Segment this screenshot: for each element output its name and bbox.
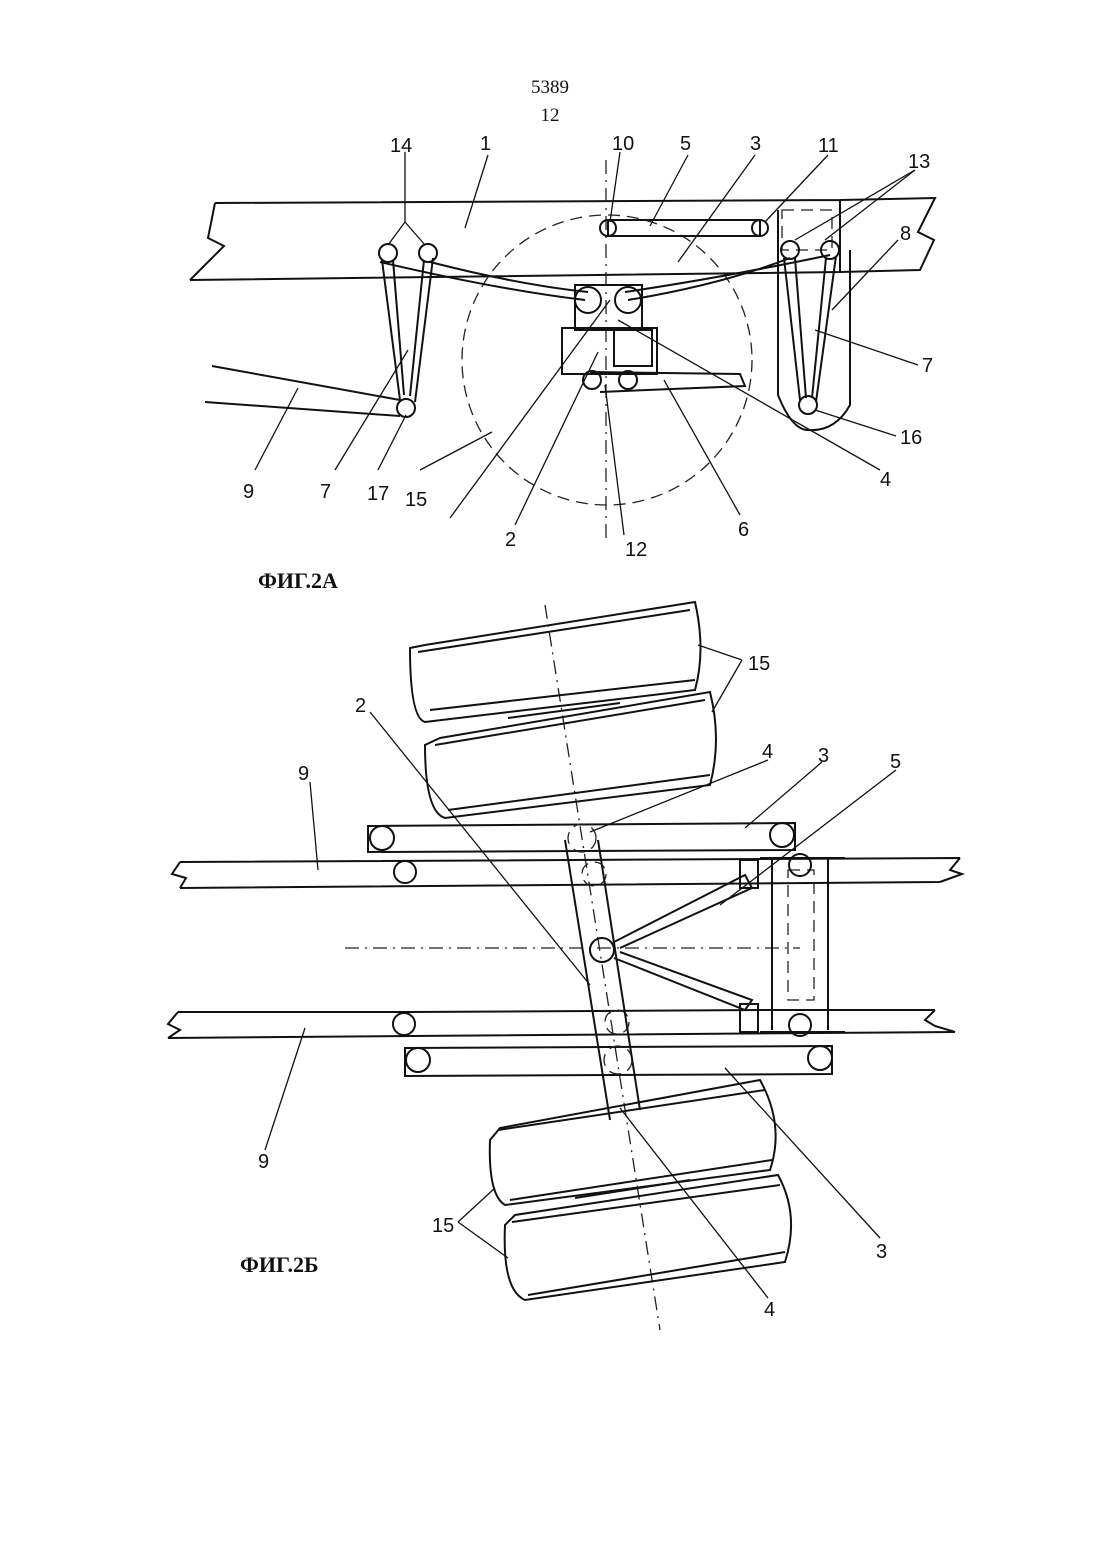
label-2b: 2 [355, 695, 366, 717]
figure-2a: 14 1 10 5 3 11 13 8 7 16 4 6 12 2 15 17 … [190, 133, 935, 593]
beam-3-lower [405, 1046, 832, 1076]
label-5b: 5 [890, 751, 901, 773]
label-6: 6 [738, 519, 749, 541]
label-5: 5 [680, 133, 691, 155]
right-bracket [760, 858, 845, 1032]
pivot-14a [379, 244, 397, 262]
leaders-2a [255, 152, 918, 535]
figure-2b: 15 15 2 4 3 5 9 9 3 4 15 ФИГ.2Б [168, 602, 962, 1330]
link-5-v [614, 875, 752, 1010]
pivot-16 [799, 396, 817, 414]
link-5 [608, 220, 760, 236]
hanger-right [784, 256, 836, 402]
label-7l: 7 [320, 481, 331, 503]
label-2: 2 [505, 529, 516, 551]
label-15a: 15 [748, 653, 770, 675]
beam-3 [380, 255, 830, 300]
label-9: 9 [243, 481, 254, 503]
label-16: 16 [900, 427, 922, 449]
wheel-outline [462, 215, 752, 505]
pivot-17 [397, 399, 415, 417]
caption-fig-2b: ФИГ.2Б [240, 1252, 319, 1277]
pivot-14b [419, 244, 437, 262]
label-9a: 9 [298, 763, 309, 785]
label-15c: 15 [432, 1215, 454, 1237]
center-pivot [590, 938, 614, 962]
rail-9-upper [172, 858, 962, 888]
label-12: 12 [625, 539, 647, 561]
leaders-2b [265, 645, 896, 1298]
label-17: 17 [367, 483, 389, 505]
axle-inner [614, 330, 652, 366]
label-3: 3 [750, 133, 761, 155]
label-3c: 3 [876, 1241, 887, 1263]
label-11: 11 [818, 135, 839, 157]
lower-wheels [490, 1080, 791, 1300]
inclined-axis [545, 605, 660, 1330]
label-3b: 3 [818, 745, 829, 767]
label-14: 14 [390, 135, 412, 157]
label-15: 15 [405, 489, 427, 511]
caption-fig-2a: ФИГ.2А [258, 568, 338, 593]
label-4b: 4 [762, 741, 773, 763]
upper-wheels [410, 602, 716, 818]
rail-9-lower [168, 1010, 955, 1038]
label-4c: 4 [764, 1299, 775, 1321]
label-7r: 7 [922, 355, 933, 377]
label-9b: 9 [258, 1151, 269, 1173]
label-8: 8 [900, 223, 911, 245]
labels-2a: 14 1 10 5 3 11 13 8 7 16 4 6 12 2 15 17 … [243, 133, 933, 561]
label-1: 1 [480, 133, 491, 155]
label-13: 13 [908, 151, 930, 173]
labels-2b: 15 15 2 4 3 5 9 9 3 4 15 [258, 653, 901, 1321]
label-10: 10 [612, 133, 634, 155]
label-4: 4 [880, 469, 891, 491]
beam-9 [205, 366, 400, 416]
